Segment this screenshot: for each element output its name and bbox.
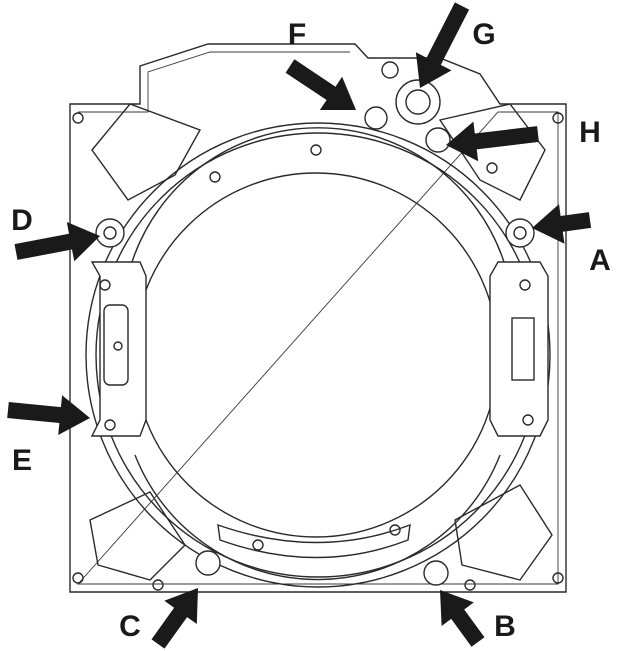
lower-left-bracket bbox=[89, 491, 186, 581]
arrow-b bbox=[440, 590, 485, 647]
roller-right bbox=[505, 218, 535, 248]
callout-arrows bbox=[7, 2, 592, 649]
callout-label-f: F bbox=[288, 18, 306, 51]
callout-label-b: B bbox=[494, 610, 516, 643]
callout-label-g: G bbox=[472, 18, 495, 51]
base-plate-inner-edge bbox=[76, 51, 559, 585]
callout-label-h: H bbox=[579, 116, 601, 149]
arrow-c bbox=[151, 588, 198, 649]
arrow-d bbox=[14, 222, 100, 262]
top-small-gear bbox=[364, 106, 388, 130]
lower-arc-shield bbox=[217, 523, 411, 559]
arrow-e bbox=[7, 395, 91, 435]
roller-right-hub bbox=[513, 226, 527, 240]
arrow-g bbox=[415, 2, 470, 88]
right-clamp-bar bbox=[489, 261, 549, 437]
top-main-gear bbox=[395, 79, 441, 125]
upper-left-bracket bbox=[91, 103, 202, 201]
roller-bottom-right bbox=[423, 560, 449, 586]
upper-right-bracket bbox=[438, 103, 546, 201]
callout-label-d: D bbox=[11, 204, 33, 237]
right-clamp-slot bbox=[511, 317, 535, 381]
mounting-screws bbox=[72, 112, 564, 591]
arrow-h bbox=[446, 121, 539, 162]
roller-bottom-left bbox=[195, 550, 221, 576]
top-right-gear bbox=[425, 127, 451, 153]
inner-ring-upper bbox=[131, 127, 505, 263]
left-clamp-slot bbox=[103, 304, 129, 386]
inner-ring-lower bbox=[134, 454, 501, 581]
callout-label-c: C bbox=[119, 610, 141, 643]
roller-left-hub bbox=[103, 226, 117, 240]
roller-left bbox=[95, 218, 125, 248]
arrow-f bbox=[285, 59, 356, 110]
aperture bbox=[133, 172, 499, 538]
top-main-gear-hub bbox=[405, 89, 431, 115]
lower-right-bracket bbox=[454, 484, 553, 581]
callout-label-e: E bbox=[12, 444, 32, 477]
top-left-small-gear bbox=[381, 61, 399, 79]
outer-ring bbox=[85, 122, 551, 588]
left-clamp-bar bbox=[90, 261, 147, 437]
callout-labels: A B C D E F G H bbox=[11, 18, 611, 643]
arrow-a bbox=[532, 204, 592, 244]
callout-label-a: A bbox=[589, 244, 611, 277]
